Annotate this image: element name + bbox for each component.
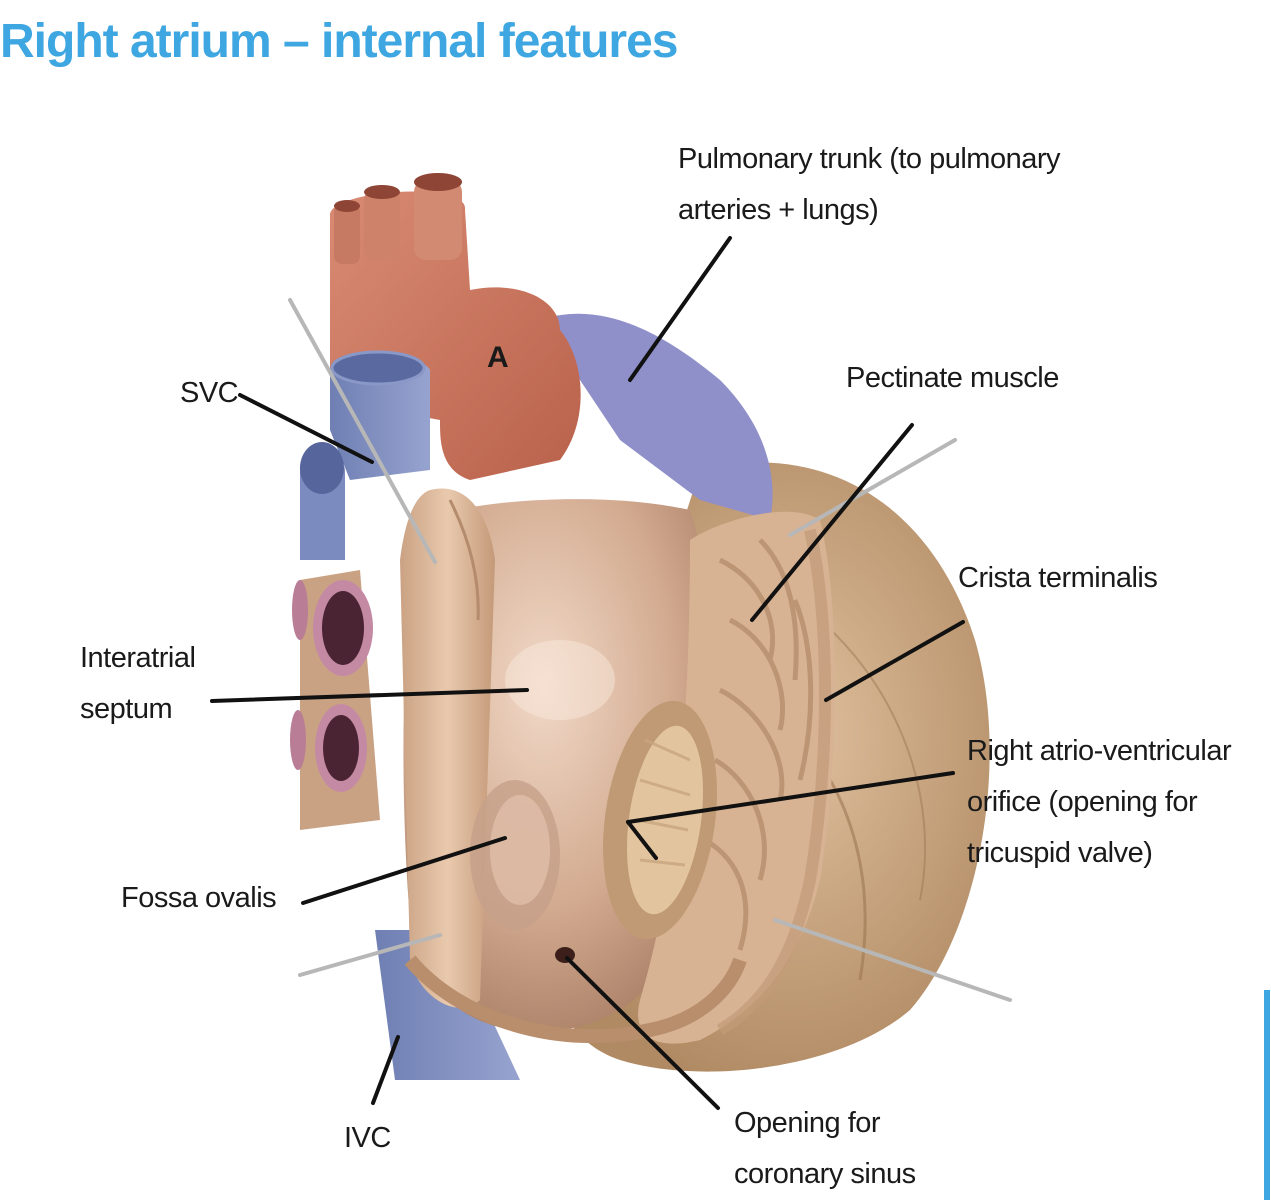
leader-lines <box>210 236 965 1110</box>
slide-accent-bar <box>1264 990 1270 1200</box>
reflected-wall-left <box>400 488 495 1008</box>
label-interatrial-septum-line2: septum <box>80 693 173 725</box>
retractor-pins <box>288 298 1012 1002</box>
label-coronary-sinus-line2: coronary sinus <box>734 1158 916 1190</box>
label-coronary-sinus: Opening for coronary sinus <box>734 1098 916 1200</box>
pectinate-muscles <box>703 538 814 951</box>
svc-shape <box>330 356 430 480</box>
label-svc: SVC <box>180 377 239 409</box>
label-fossa-ovalis: Fossa ovalis <box>121 882 277 914</box>
label-pulmonary-trunk-line2: arteries + lungs) <box>678 194 879 226</box>
label-interatrial-septum: Interatrial septum <box>80 633 196 735</box>
label-ivc: IVC <box>344 1122 391 1154</box>
label-pulmonary-trunk: Pulmonary trunk (to pulmonary arteries +… <box>678 134 1061 236</box>
label-av-orifice-line1: Right atrio-ventricular <box>967 735 1232 767</box>
label-av-orifice: Right atrio-ventricular orifice (opening… <box>967 726 1232 879</box>
label-crista-terminalis: Crista terminalis <box>958 562 1158 594</box>
pulmonary-trunk-shape <box>540 313 773 520</box>
label-pectinate-muscle: Pectinate muscle <box>846 362 1059 394</box>
slide-title: Right atrium – internal features <box>0 15 678 68</box>
aorta-marker: A <box>487 341 509 374</box>
label-pulmonary-trunk-line1: Pulmonary trunk (to pulmonary <box>678 143 1061 175</box>
label-av-orifice-line2: orifice (opening for <box>967 786 1198 818</box>
label-av-orifice-line3: tricuspid valve) <box>967 837 1153 869</box>
label-interatrial-septum-line1: Interatrial <box>80 642 196 674</box>
label-coronary-sinus-line1: Opening for <box>734 1107 881 1139</box>
